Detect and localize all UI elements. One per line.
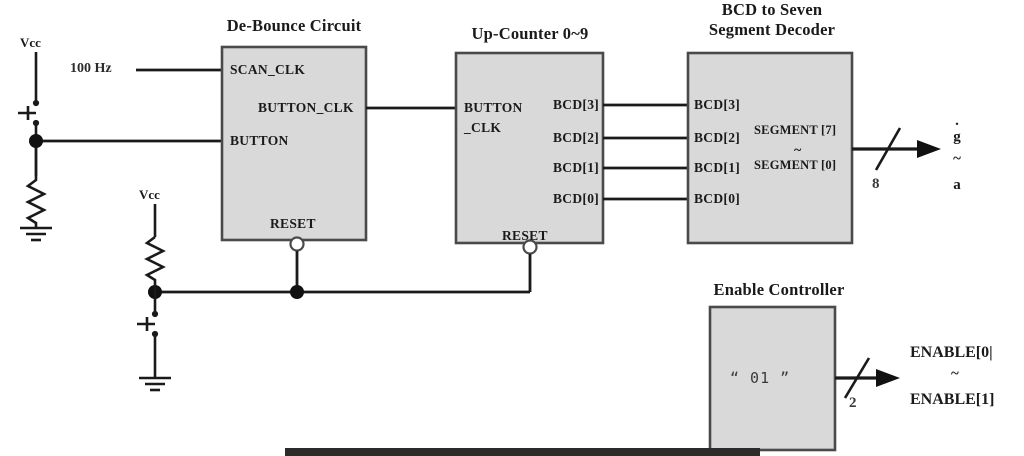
decoder-output-dot-label: . xyxy=(955,113,959,129)
clock-source-label: 100 Hz xyxy=(70,61,112,76)
decoder-output-label-g: g xyxy=(953,129,961,145)
decoder-output-label-a: a xyxy=(953,177,961,193)
reset-junction-dot-mid xyxy=(290,285,304,299)
vcc-button-label: Vcc xyxy=(20,35,41,50)
decoder-in-bcd3: BCD[3] xyxy=(694,97,741,112)
bcd-bus-wires xyxy=(603,103,688,201)
up-counter-block[interactable] xyxy=(454,51,605,245)
enable-output-bus xyxy=(835,357,876,399)
debounce-pin-button-clk: BUTTON_CLK xyxy=(258,100,354,115)
decoder-block[interactable] xyxy=(686,51,854,245)
decoder-in-bcd0: BCD[0] xyxy=(694,191,741,206)
ground-symbol-reset xyxy=(139,376,171,392)
enable-output-label-0: ENABLE[0| xyxy=(910,344,993,361)
enable-controller-value: “ 01 ” xyxy=(730,369,791,387)
enable-block-title: Enable Controller xyxy=(713,280,845,299)
debounce-pin-button: BUTTON xyxy=(230,133,289,148)
counter-out-bcd0: BCD[0] xyxy=(553,191,600,206)
decoder-out-tilde: ~ xyxy=(794,143,802,158)
decoder-in-bcd1: BCD[1] xyxy=(694,160,741,175)
ground-symbol-top xyxy=(20,226,52,242)
counter-pin-button-clk-line1: BUTTON xyxy=(464,100,523,115)
decoder-block-title-line2: Segment Decoder xyxy=(708,20,836,39)
debounce-pin-scan-clk: SCAN_CLK xyxy=(230,62,306,77)
enable-output-label-1: ENABLE[1] xyxy=(910,391,995,408)
counter-out-bcd1: BCD[1] xyxy=(553,160,600,175)
decoder-out-segment-msb: SEGMENT [7] xyxy=(754,123,837,137)
counter-pin-button-clk-line2: _CLK xyxy=(464,120,502,135)
push-button-switch-reset xyxy=(137,292,159,378)
vcc-reset-label: Vcc xyxy=(139,187,160,202)
decoder-bus-width-label: 8 xyxy=(872,176,880,192)
decoder-output-bus xyxy=(852,127,917,171)
counter-block-title: Up-Counter 0~9 xyxy=(471,24,589,43)
counter-pin-reset: RESET xyxy=(502,228,548,243)
pulldown-resistor-top xyxy=(25,176,47,228)
debounce-block-title: De-Bounce Circuit xyxy=(226,16,362,35)
bottom-edge-bar xyxy=(285,448,760,456)
debounce-reset-bubble xyxy=(289,236,305,252)
button-junction-dot xyxy=(29,134,43,148)
enable-bus-width-label: 2 xyxy=(849,395,857,411)
pullup-resistor-reset xyxy=(144,235,166,292)
button-signal-wire xyxy=(34,139,222,176)
decoder-in-bcd2: BCD[2] xyxy=(694,130,741,145)
counter-out-bcd2: BCD[2] xyxy=(553,130,600,145)
enable-output-arrowhead xyxy=(876,369,900,387)
counter-reset-bubble xyxy=(522,239,538,255)
counter-out-bcd3: BCD[3] xyxy=(553,97,600,112)
decoder-output-tilde: ~ xyxy=(953,151,961,167)
reset-bus-wires xyxy=(155,251,532,294)
decoder-block-title-line1: BCD to Seven xyxy=(721,0,823,19)
enable-controller-block[interactable] xyxy=(708,305,837,452)
decoder-out-segment-lsb: SEGMENT [0] xyxy=(754,158,837,172)
enable-output-tilde: ~ xyxy=(951,366,959,382)
debounce-pin-reset: RESET xyxy=(270,216,316,231)
decoder-output-arrowhead xyxy=(917,140,941,158)
